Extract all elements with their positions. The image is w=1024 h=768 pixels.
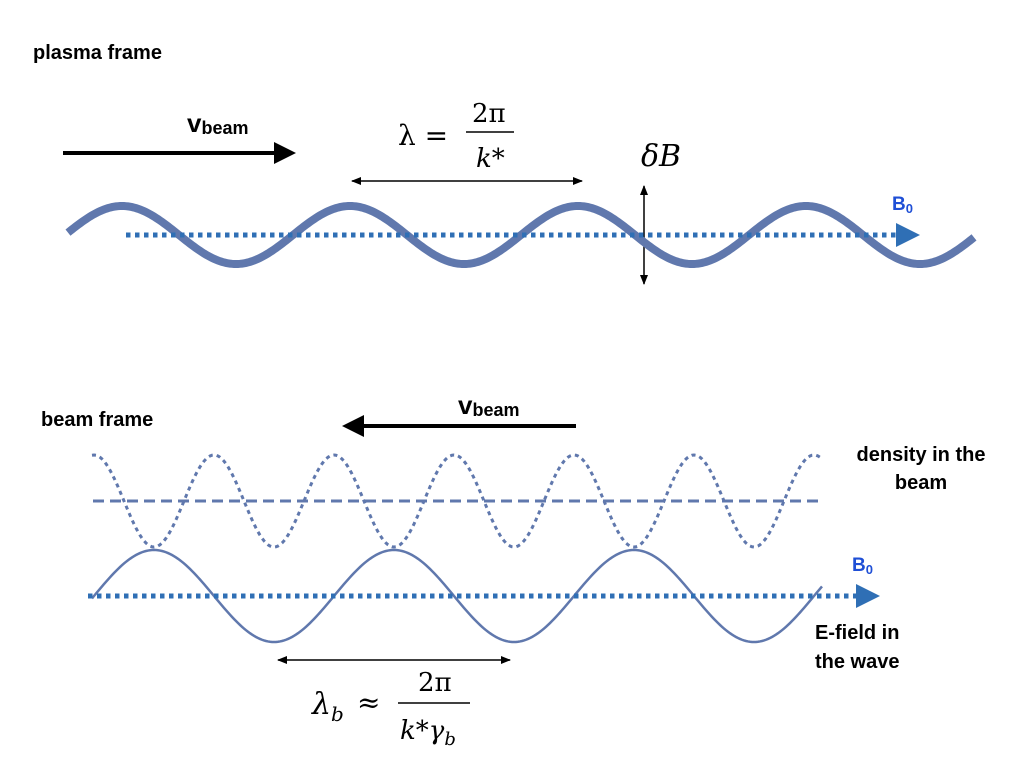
svg-text:≈: ≈: [357, 686, 380, 719]
efield-label-line1: E-field in: [815, 622, 899, 644]
beam-b0-label: B0: [852, 555, 873, 577]
svg-text:k*γb: k*γb: [400, 716, 456, 750]
plasma-vbeam-arrow: [63, 142, 296, 164]
svg-text:2π: 2π: [472, 99, 506, 129]
beam-b0-field-line: [88, 584, 880, 608]
efield-label-line2: the wave: [815, 651, 899, 673]
density-label-line2: beam: [895, 472, 947, 494]
deltab-label: δB: [641, 139, 681, 174]
svg-text:2π: 2π: [418, 668, 452, 698]
plasma-b0-label: B0: [892, 194, 913, 216]
svg-text:λ =: λ =: [398, 119, 448, 152]
beam-vbeam-arrow: [342, 415, 576, 437]
plasma-frame-label: plasma frame: [33, 42, 162, 64]
plasma-vbeam-label: vbeam: [187, 108, 249, 138]
svg-text:k*: k*: [476, 144, 505, 174]
beam-lambda-formula: λb ≈ 2π k*γb: [311, 668, 470, 750]
svg-text:λb: λb: [311, 687, 344, 726]
plasma-b0-field-line: [126, 223, 920, 247]
density-wave: [91, 453, 823, 549]
plasma-wave: [65, 201, 977, 269]
beam-frame-label: beam frame: [41, 409, 153, 431]
density-label-line1: density in the: [857, 444, 986, 466]
efield-wave: [91, 548, 823, 644]
plasma-lambda-formula: λ = 2π k*: [398, 99, 514, 174]
beam-vbeam-label: vbeam: [458, 390, 520, 420]
